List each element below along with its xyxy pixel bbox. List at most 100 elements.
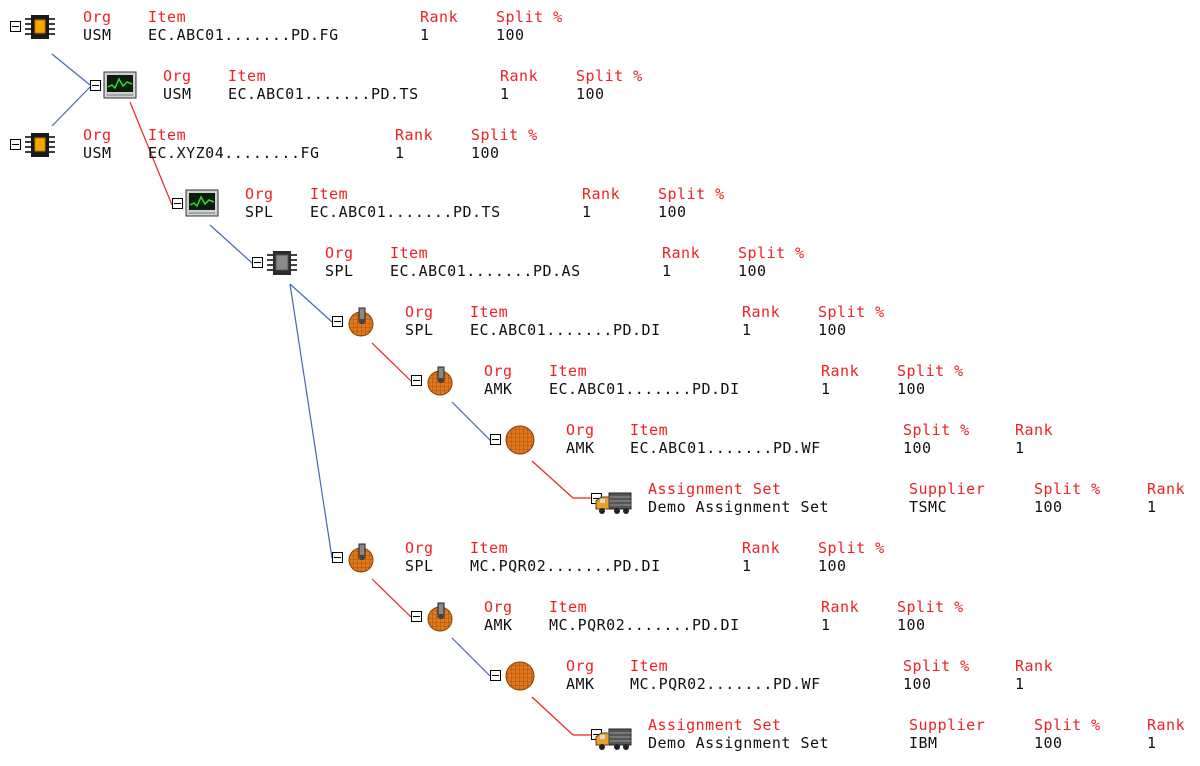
- column-value: AMK: [484, 616, 513, 634]
- column-value: 100: [818, 321, 847, 339]
- column-value: 100: [897, 616, 926, 634]
- collapse-toggle[interactable]: [490, 434, 501, 445]
- column-value: 100: [496, 26, 525, 44]
- connector-line: [451, 637, 491, 677]
- collapse-toggle[interactable]: [411, 375, 422, 386]
- column-header: Rank: [582, 185, 621, 203]
- column-header: Org: [484, 598, 513, 616]
- connector-line: [289, 283, 333, 559]
- chip-gold-icon: [23, 130, 57, 160]
- column-value: 1: [742, 321, 752, 339]
- chip-grey-icon: [265, 248, 299, 278]
- column-header: Org: [405, 539, 434, 557]
- column-value: EC.ABC01.......PD.FG: [148, 26, 339, 44]
- column-header: Split %: [903, 657, 970, 675]
- column-header: Split %: [903, 421, 970, 439]
- column-value: EC.XYZ04........FG: [148, 144, 320, 162]
- column-header: Split %: [1034, 480, 1101, 498]
- truck-icon: [593, 724, 633, 754]
- column-value: 1: [420, 26, 430, 44]
- truck-icon: [593, 488, 633, 518]
- column-value: MC.PQR02.......PD.DI: [470, 557, 661, 575]
- column-header: Supplier: [909, 480, 986, 498]
- column-value: 100: [818, 557, 847, 575]
- column-value: EC.ABC01.......PD.WF: [630, 439, 821, 457]
- column-value: IBM: [909, 734, 938, 752]
- column-header: Rank: [395, 126, 434, 144]
- column-value: 100: [1034, 498, 1063, 516]
- monitor-icon: [185, 189, 219, 219]
- collapse-toggle[interactable]: [172, 198, 183, 209]
- column-value: AMK: [566, 439, 595, 457]
- column-header: Item: [630, 657, 669, 675]
- column-value: 1: [662, 262, 672, 280]
- column-header: Split %: [1034, 716, 1101, 734]
- column-value: 100: [576, 85, 605, 103]
- connector-line: [289, 283, 333, 323]
- column-header: Item: [390, 244, 429, 262]
- column-header: Rank: [742, 303, 781, 321]
- column-value: 100: [903, 439, 932, 457]
- column-header: Split %: [576, 67, 643, 85]
- connector-line: [451, 401, 491, 441]
- connector-line: [531, 460, 591, 499]
- collapse-toggle[interactable]: [10, 139, 21, 150]
- column-value: MC.PQR02.......PD.DI: [549, 616, 740, 634]
- column-header: Split %: [471, 126, 538, 144]
- collapse-toggle[interactable]: [490, 670, 501, 681]
- column-header: Org: [325, 244, 354, 262]
- column-value: 100: [471, 144, 500, 162]
- column-header: Rank: [1015, 657, 1054, 675]
- collapse-toggle[interactable]: [10, 21, 21, 32]
- wafer-probe-icon: [424, 602, 458, 632]
- monitor-icon: [103, 71, 137, 101]
- collapse-toggle[interactable]: [332, 316, 343, 327]
- column-header: Item: [549, 362, 588, 380]
- collapse-toggle[interactable]: [90, 80, 101, 91]
- collapse-toggle[interactable]: [332, 552, 343, 563]
- column-value: 1: [1147, 498, 1157, 516]
- column-value: 1: [821, 380, 831, 398]
- column-header: Item: [310, 185, 349, 203]
- column-header: Split %: [738, 244, 805, 262]
- column-value: USM: [83, 144, 112, 162]
- column-header: Rank: [821, 598, 860, 616]
- column-header: Supplier: [909, 716, 986, 734]
- collapse-toggle[interactable]: [252, 257, 263, 268]
- column-header: Split %: [897, 362, 964, 380]
- column-header: Item: [470, 539, 509, 557]
- column-header: Rank: [1147, 716, 1186, 734]
- column-value: EC.ABC01.......PD.DI: [470, 321, 661, 339]
- column-header: Item: [470, 303, 509, 321]
- column-header: Org: [566, 421, 595, 439]
- column-value: 1: [821, 616, 831, 634]
- column-header: Assignment Set: [648, 716, 782, 734]
- column-value: 100: [903, 675, 932, 693]
- column-header: Rank: [821, 362, 860, 380]
- connector-line: [371, 342, 412, 382]
- column-value: EC.ABC01.......PD.DI: [549, 380, 740, 398]
- column-value: 1: [1015, 675, 1025, 693]
- column-value: AMK: [566, 675, 595, 693]
- column-value: 1: [395, 144, 405, 162]
- collapse-toggle[interactable]: [411, 611, 422, 622]
- connector-line: [209, 224, 253, 264]
- connector-line: [51, 86, 91, 127]
- column-value: 1: [742, 557, 752, 575]
- column-value: EC.ABC01.......PD.TS: [228, 85, 419, 103]
- column-header: Org: [83, 8, 112, 26]
